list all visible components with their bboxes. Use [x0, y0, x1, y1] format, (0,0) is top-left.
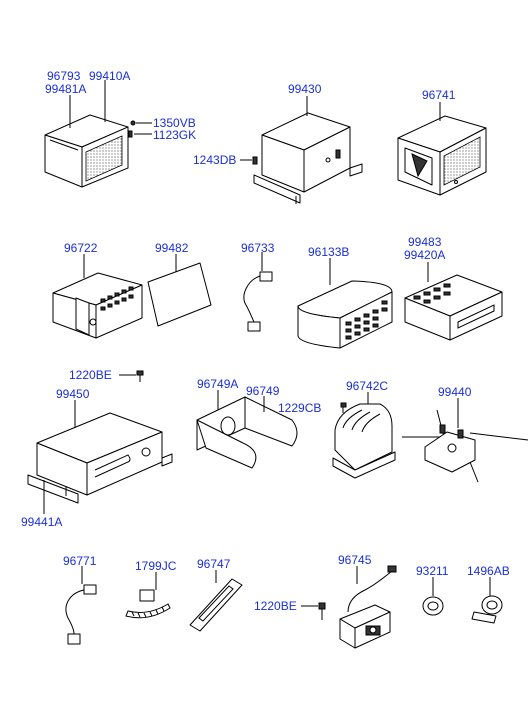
label-93211: 93211 [416, 564, 449, 578]
label-96722: 96722 [64, 241, 98, 255]
screw-1220BE-b [301, 602, 326, 620]
label-96793: 96793 [47, 69, 81, 83]
label-99483: 99483 [408, 235, 442, 249]
label-99481A: 99481A [45, 82, 86, 96]
screw-1220BE-a [119, 370, 144, 382]
cable-96771-drawing [65, 584, 97, 645]
label-1496AB: 1496AB [467, 564, 510, 578]
screw-1243DB [240, 156, 258, 165]
label-99441A: 99441A [21, 515, 62, 529]
keypad-96133B-drawing [297, 280, 393, 349]
label-96742C: 96742C [346, 379, 388, 393]
label-99420A: 99420A [404, 248, 445, 262]
label-1243DB: 1243DB [193, 153, 236, 167]
label-96745: 96745 [338, 553, 372, 567]
label-99430: 99430 [288, 82, 322, 96]
label-1229CB: 1229CB [278, 401, 321, 415]
camera-96742C-drawing [332, 403, 396, 479]
grommet-93211-drawing [422, 596, 444, 616]
cable-96733-drawing [243, 271, 273, 332]
label-96733: 96733 [241, 241, 275, 255]
recorder-99483-drawing [404, 274, 503, 341]
label-96133B: 96133B [308, 245, 349, 259]
label-1220BE-a: 1220BE [69, 368, 112, 382]
clip-1496AB-drawing [471, 595, 503, 624]
monitor-96741-drawing [397, 115, 487, 196]
label-1220BE-b: 1220BE [254, 599, 297, 613]
cable-tie-1799JC-drawing [125, 589, 171, 619]
bracket-96749-drawing [196, 396, 298, 469]
monitor-99410A-drawing [44, 114, 129, 188]
label-1350VB: 1350VB [153, 116, 196, 130]
screws-1350VB-1123GK [128, 120, 152, 138]
label-99410A: 99410A [89, 69, 130, 83]
module-99450-drawing [27, 412, 173, 504]
plate-96747-drawing [189, 578, 243, 632]
label-1123GK: 1123GK [153, 128, 196, 142]
label-1799JC: 1799JC [135, 559, 177, 573]
antenna-99440-drawing [402, 409, 529, 483]
sheet-99482-drawing [147, 262, 212, 327]
label-99440: 99440 [438, 385, 472, 399]
label-99450: 99450 [56, 387, 90, 401]
label-96741: 96741 [422, 88, 456, 102]
screw-1229CB [340, 402, 347, 413]
label-99482: 99482 [155, 241, 189, 255]
control-panel-96722-drawing [52, 272, 143, 339]
module-99430-drawing [253, 112, 363, 204]
label-96749: 96749 [246, 384, 280, 398]
label-96771: 96771 [63, 554, 97, 568]
camera-96745-drawing [339, 565, 397, 649]
label-96747: 96747 [197, 557, 231, 571]
label-96749A: 96749A [197, 377, 238, 391]
